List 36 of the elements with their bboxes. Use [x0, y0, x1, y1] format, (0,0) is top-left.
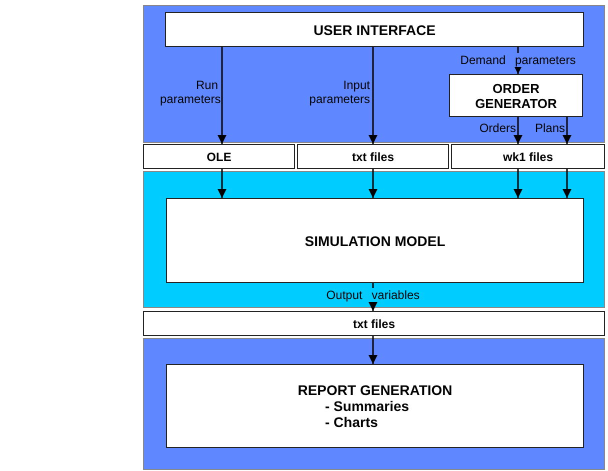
process-box: [297, 144, 449, 169]
arrow: [562, 117, 572, 144]
process-box: [449, 74, 583, 117]
arrow: [368, 169, 378, 198]
arrow: [514, 117, 522, 144]
edge-label: Input parameters: [308, 78, 370, 106]
process-box: [166, 198, 584, 283]
edge-label: Demand parameters: [458, 53, 578, 67]
edge-label: Output variables: [324, 288, 422, 302]
edge-label: Plans: [534, 121, 565, 135]
list-item: - Charts: [325, 414, 378, 430]
arrow: [562, 169, 572, 198]
box-title: REPORT GENERATION: [298, 382, 452, 398]
process-box: [165, 12, 584, 47]
process-box: [143, 311, 605, 336]
process-box: [166, 364, 584, 448]
arrow: [368, 47, 378, 144]
arrow: [218, 47, 226, 144]
box-title: OLE: [206, 150, 232, 164]
list-item: - Summaries: [325, 398, 410, 414]
box-title: wk1 files: [502, 150, 554, 164]
arrow: [368, 336, 378, 364]
edge-label: Run parameters: [160, 78, 218, 106]
box-title: txt files: [352, 316, 395, 330]
band-panel: [143, 5, 605, 143]
arrow: [514, 169, 522, 198]
arrow: [218, 169, 226, 198]
box-title: USER INTERFACE: [313, 22, 436, 38]
edge-label: Orders: [478, 121, 516, 135]
process-box: [143, 144, 295, 169]
band-panel: [143, 338, 605, 470]
process-box: [451, 144, 605, 169]
box-title: txt files: [352, 150, 394, 164]
box-title: ORDER GENERATOR: [474, 80, 558, 110]
band-panel: [143, 171, 605, 308]
box-title: SIMULATION MODEL: [304, 232, 446, 248]
